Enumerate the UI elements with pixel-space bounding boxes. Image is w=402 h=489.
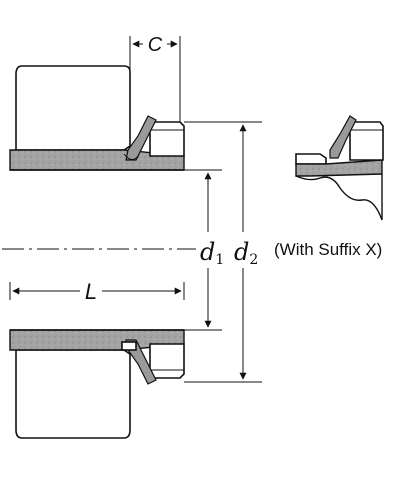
suffix-label: (With Suffix X) [274,240,382,259]
d2-label: d2 [234,238,258,268]
detail-lock-nut [349,121,384,161]
lower-lock-nut [149,343,185,379]
upper-bearing-ring [15,65,131,151]
d1-label: d1 [200,238,224,268]
upper-lock-nut [149,121,185,157]
l-label: L [85,279,97,304]
lower-bearing-ring [15,349,131,439]
lower-lock-washer [125,339,157,385]
detail-bearing-ring [295,153,327,165]
suffix-x-detail-view [295,115,384,221]
c-label: C [148,34,163,56]
detail-lock-washer [329,115,357,159]
detail-break-line [295,175,383,221]
upper-lock-washer [125,115,157,161]
upper-sleeve-section [9,149,185,171]
